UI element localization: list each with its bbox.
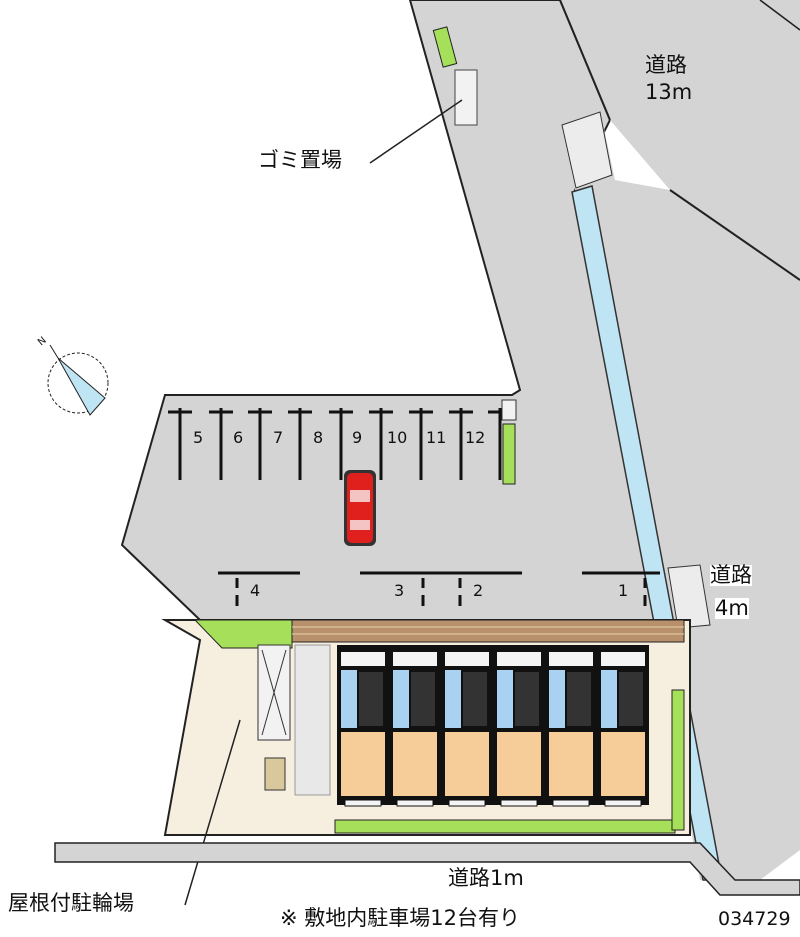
brick-pattern — [292, 626, 684, 635]
parking-space-5: 5 — [193, 428, 204, 447]
garbage-area — [454, 69, 478, 126]
road-right-area — [560, 0, 800, 280]
lot-marker — [501, 399, 517, 421]
parking-space-8: 8 — [313, 428, 324, 447]
apartment-unit — [597, 645, 649, 807]
parking-space-7: 7 — [273, 428, 284, 447]
parking-space-11: 11 — [426, 428, 447, 447]
parking-space-6: 6 — [233, 428, 244, 447]
apartment-unit — [493, 645, 545, 807]
side-path — [294, 644, 331, 796]
compass-icon — [47, 344, 109, 416]
roof-cross — [261, 649, 287, 736]
parking-space-12: 12 — [465, 428, 486, 447]
road-edge — [759, 0, 800, 31]
canal-bridge-top — [561, 111, 613, 189]
parking-stall-lines — [168, 408, 512, 480]
parking-space-3: 3 — [394, 581, 405, 600]
parking-space-9: 9 — [352, 428, 363, 447]
apartment-unit — [389, 645, 441, 807]
canal-bridge-bottom — [667, 564, 711, 629]
road-edge — [669, 189, 800, 281]
stall-dividers — [235, 578, 647, 606]
garbage-area-label: ゴミ置場 — [258, 148, 342, 172]
green-strip-left — [193, 619, 293, 649]
parking-space-1: 1 — [618, 581, 629, 600]
garbage-area-green — [432, 26, 458, 68]
brick-walkway — [291, 619, 685, 643]
road-1m — [54, 842, 800, 896]
parking-space-10: 10 — [387, 428, 408, 447]
green-strip-lot — [502, 423, 516, 485]
canal-bank — [562, 110, 800, 880]
bicycle-parking-label: 屋根付駐輪場 — [8, 891, 134, 915]
parking-note: ※ 敷地内駐車場12台有り — [280, 906, 520, 930]
apartment-unit — [441, 645, 493, 807]
road-edge — [559, 0, 611, 121]
road-4m-label-line2: 4m — [715, 596, 749, 620]
property-code: 034729 — [718, 908, 791, 930]
road-13m-label-line2: 13m — [645, 80, 693, 104]
utility-box — [264, 757, 286, 791]
car-icon — [344, 470, 376, 546]
apartment-units — [337, 645, 649, 807]
road-1m-label: 道路1m — [448, 866, 524, 890]
green-hedge-right — [671, 689, 685, 831]
green-hedge-bottom — [334, 819, 676, 834]
parking-space-2: 2 — [473, 581, 484, 600]
road-4m-label-line1: 道路 — [710, 563, 752, 587]
road-13m-label-line1: 道路 — [645, 53, 687, 77]
parking-space-4: 4 — [250, 581, 261, 600]
garbage-leader-line — [369, 99, 463, 164]
bicycle-leader-line — [184, 719, 241, 906]
apartment-unit — [545, 645, 597, 807]
apartment-unit — [337, 645, 389, 807]
